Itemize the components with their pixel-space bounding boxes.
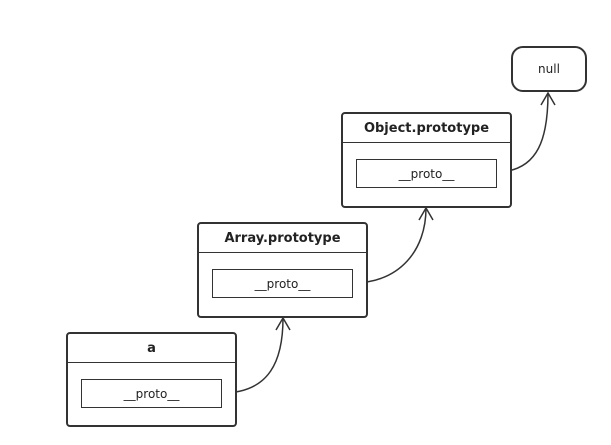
object-prototype-title: Object.prototype [343,114,510,143]
a-proto-field: __proto__ [81,379,222,408]
array-prototype-node: Array.prototype __proto__ [197,222,368,318]
a-node: a __proto__ [66,332,237,427]
arrowhead-object-prototype [418,206,434,221]
array-prototype-proto-label: __proto__ [254,276,311,291]
null-node: null [511,46,587,92]
a-proto-label: __proto__ [123,386,180,401]
object-prototype-node: Object.prototype __proto__ [341,112,512,208]
array-prototype-title: Array.prototype [199,224,366,253]
object-prototype-proto-field: __proto__ [356,159,497,188]
arrowhead-null [540,91,556,106]
object-prototype-proto-label: __proto__ [398,166,455,181]
null-label: null [538,62,560,76]
arrowhead-array-prototype [275,316,291,331]
array-prototype-proto-field: __proto__ [212,269,353,298]
a-title: a [68,334,235,363]
